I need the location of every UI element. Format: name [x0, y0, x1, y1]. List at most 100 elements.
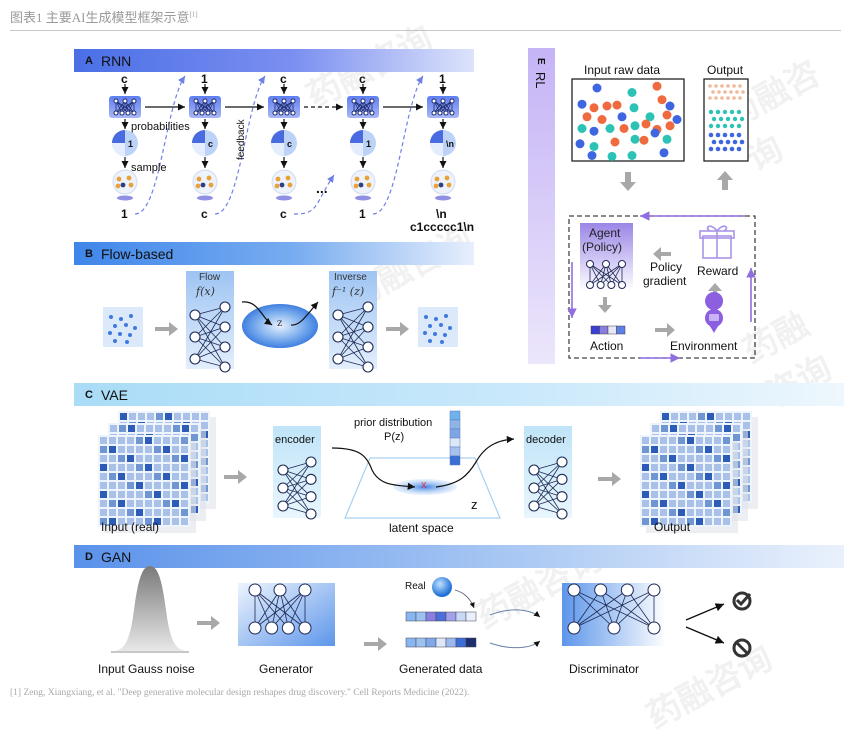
network-node [528, 482, 540, 494]
agent-network-icon [586, 260, 626, 289]
image-pixel [696, 446, 703, 453]
network-node [362, 361, 374, 373]
image-pixel [100, 518, 107, 525]
data-dot [657, 95, 667, 105]
panel-letter: B [85, 247, 93, 260]
data-dot [119, 317, 123, 321]
action-cell [590, 325, 600, 335]
data-dot [708, 123, 714, 129]
image-pixel [679, 425, 686, 432]
network-node [556, 491, 568, 503]
image-pixel [670, 425, 677, 432]
image-pixel [163, 473, 170, 480]
network-node [113, 110, 119, 116]
image-pixel [678, 455, 685, 462]
feedback-arrow [372, 75, 424, 215]
network-node [443, 110, 449, 116]
image-pixel [705, 455, 712, 462]
block-icon [732, 638, 752, 658]
network-edge [533, 461, 563, 489]
network-edge [280, 100, 294, 114]
data-dot [617, 112, 627, 122]
flow-network-icon [189, 301, 231, 373]
image-pixel [118, 500, 125, 507]
vector-cell [425, 611, 437, 622]
data-dot [443, 333, 447, 337]
image-pixel [723, 482, 730, 489]
image-pixel [687, 518, 694, 525]
image-pixel [651, 473, 658, 480]
image-pixel [163, 464, 170, 471]
token-ball [444, 175, 450, 181]
network-edge [271, 589, 306, 629]
data-dot [434, 317, 438, 321]
image-pixel [119, 425, 126, 432]
network-edge [194, 336, 226, 368]
environment-label: Environment [670, 339, 738, 353]
data-dot [732, 96, 736, 100]
action-cell [607, 325, 617, 335]
image-pixel [678, 464, 685, 471]
data-dot [627, 151, 637, 160]
network-edge [600, 263, 623, 286]
network-node [219, 321, 231, 333]
image-pixel [147, 413, 154, 420]
image-pixel [662, 413, 669, 420]
image-pixel [100, 455, 107, 462]
image-pixel [705, 437, 712, 444]
image-pixel [181, 518, 188, 525]
image-pixel [127, 518, 134, 525]
image-pixel [172, 473, 179, 480]
data-dot [715, 123, 721, 129]
network-node [277, 500, 289, 512]
image-pixel [689, 413, 696, 420]
network-edge [287, 589, 306, 629]
image-pixel [705, 509, 712, 516]
data-dot [729, 123, 735, 129]
network-node [290, 110, 296, 116]
image-pixel [100, 482, 107, 489]
image-pixel [642, 482, 649, 489]
flask-base [197, 195, 213, 201]
image-pixel [724, 425, 731, 432]
latent-axis-label: z [471, 497, 478, 512]
token-ball [128, 182, 134, 188]
network-node [449, 98, 455, 104]
image-pixel [172, 500, 179, 507]
data-dot [732, 139, 738, 145]
image-pixel [687, 500, 694, 507]
decoder-label: decoder [526, 434, 566, 446]
image-pixel [696, 482, 703, 489]
vector-cell [415, 637, 427, 648]
data-dot [440, 340, 444, 344]
network-node [431, 98, 437, 104]
image-pixel [109, 464, 116, 471]
image-pixel [723, 473, 730, 480]
inverse-label: Inverse [334, 272, 367, 283]
image-pixel [705, 446, 712, 453]
data-dot [708, 132, 714, 138]
network-edge [627, 589, 655, 629]
image-pixel [642, 518, 649, 525]
data-dot [726, 96, 730, 100]
image-pixel [669, 518, 676, 525]
pie-token: 1 [128, 139, 133, 149]
image-pixel [109, 518, 116, 525]
input-raw-dots [575, 81, 682, 161]
encoder-label: encoder [275, 434, 315, 446]
network-node [193, 98, 199, 104]
network-node [363, 110, 369, 116]
image-pixel [100, 500, 107, 507]
data-dot [592, 83, 602, 93]
data-dot [659, 148, 669, 158]
image-pixel [660, 518, 667, 525]
to-discriminator-arrow [489, 640, 541, 649]
vector-cell [445, 611, 457, 622]
network-edge [194, 306, 226, 338]
generator-network-icon [248, 583, 312, 635]
network-edge [573, 589, 628, 629]
vector-cell [415, 611, 427, 622]
input-image-stack [98, 411, 216, 533]
